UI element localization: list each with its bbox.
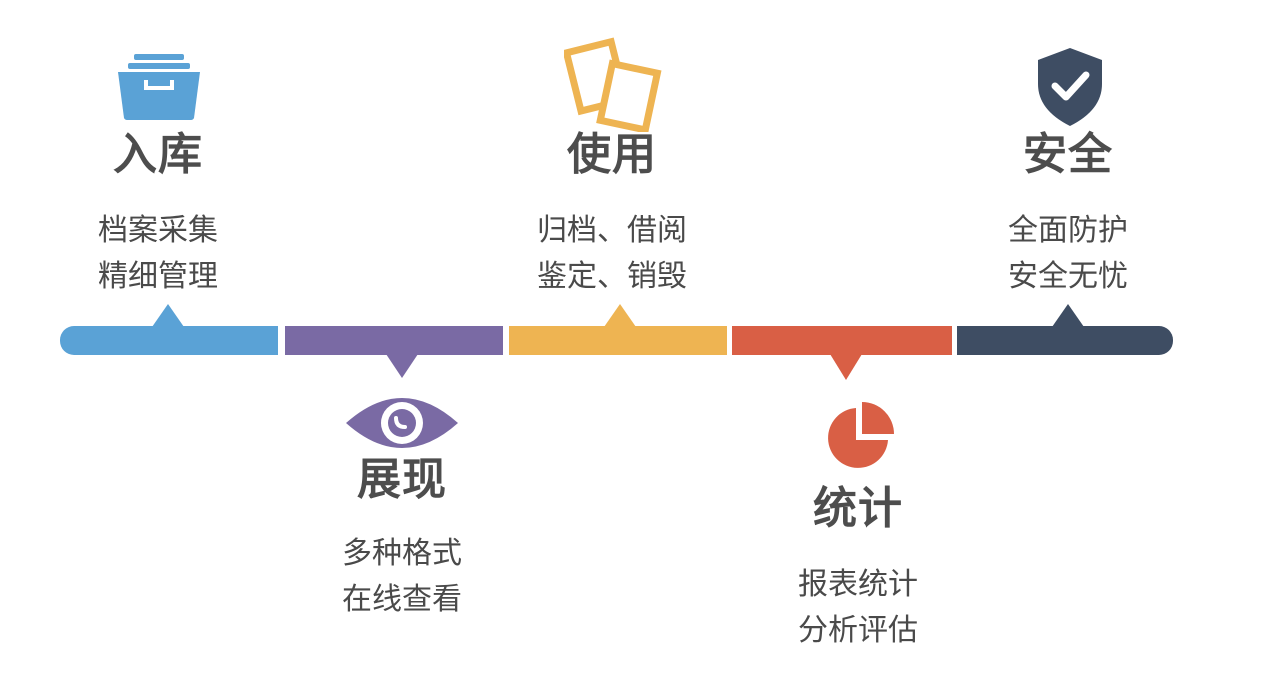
pointer-up-5	[1052, 304, 1084, 327]
timeline-segment-5	[957, 326, 1173, 355]
stage-title-zhanxian: 展现	[357, 454, 447, 505]
timeline-segment-1	[60, 326, 278, 355]
stage-desc-anquan: 全面防护 安全无忧	[958, 208, 1178, 300]
stage-desc-line: 分析评估	[798, 613, 918, 648]
stage-desc-shiyong: 归档、借阅 鉴定、销毁	[502, 208, 722, 300]
stage-desc-line: 在线查看	[342, 582, 462, 617]
stage-desc-line: 报表统计	[798, 567, 918, 602]
timeline-segment-2	[285, 326, 503, 355]
stage-desc-zhanxian: 多种格式 在线查看	[292, 531, 512, 623]
stage-desc-line: 精细管理	[98, 259, 218, 294]
pointer-down-2	[386, 354, 418, 378]
eye-icon	[344, 392, 460, 454]
pie-chart-icon	[818, 398, 898, 478]
stage-desc-ruku: 档案采集 精细管理	[48, 208, 268, 300]
stage-desc-line: 档案采集	[98, 213, 218, 248]
pointer-up-3	[604, 304, 636, 327]
stage-desc-tongji: 报表统计 分析评估	[748, 562, 968, 654]
timeline-segment-4	[732, 326, 952, 355]
pointer-down-4	[830, 354, 862, 380]
stage-title-tongji: 统计	[813, 483, 903, 534]
stage-desc-line: 安全无忧	[1008, 259, 1128, 294]
archive-drawer-icon	[116, 52, 202, 122]
timeline-segment-3	[509, 326, 727, 355]
pointer-up-1	[152, 304, 184, 327]
stage-desc-line: 全面防护	[1008, 213, 1128, 248]
stage-title-ruku: 入库	[113, 129, 203, 180]
stage-desc-line: 鉴定、销毁	[537, 259, 687, 294]
stage-title-shiyong: 使用	[567, 129, 657, 180]
stage-desc-line: 多种格式	[342, 536, 462, 571]
shield-check-icon	[1034, 46, 1106, 128]
documents-icon	[562, 36, 664, 135]
stage-desc-line: 归档、借阅	[537, 213, 687, 248]
stage-title-anquan: 安全	[1023, 129, 1113, 180]
